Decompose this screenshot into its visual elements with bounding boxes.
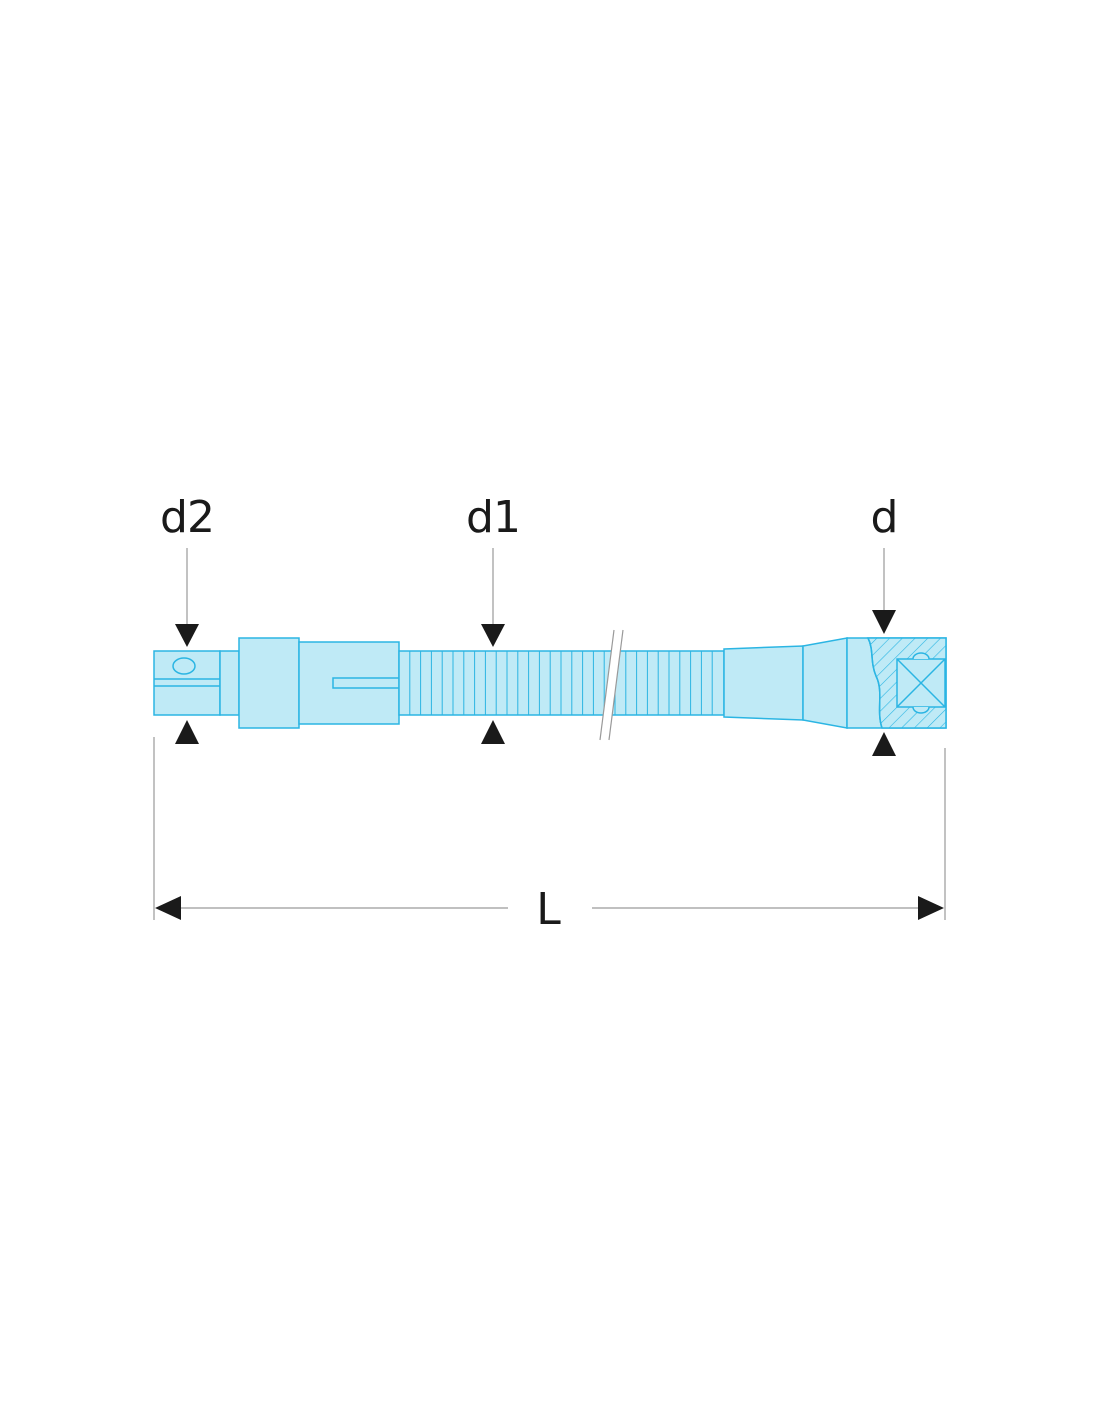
- label-d2: d2: [160, 492, 214, 543]
- dimension-d2: d2: [160, 492, 215, 744]
- arrow-down-icon: [872, 610, 896, 634]
- dimension-d1: d1: [466, 492, 521, 744]
- collar: [238, 637, 300, 729]
- arrow-right-icon: [918, 896, 944, 920]
- flexible-shaft: [398, 650, 725, 716]
- tapered-shank: [723, 637, 848, 729]
- arrow-down-icon: [175, 624, 199, 647]
- arrow-left-icon: [155, 896, 181, 920]
- male-drive-head: [846, 637, 947, 729]
- label-L: L: [536, 884, 561, 935]
- label-d1: d1: [466, 492, 520, 543]
- break-mark: [599, 629, 624, 741]
- arrow-down-icon: [481, 624, 505, 647]
- slotted-sleeve: [298, 641, 400, 725]
- female-drive-end: [153, 650, 240, 716]
- arrow-up-icon: [872, 732, 896, 756]
- ball-detent-icon: [172, 657, 196, 675]
- dimension-d: d: [871, 492, 898, 756]
- dimension-L: L: [153, 737, 946, 935]
- arrow-up-icon: [481, 720, 505, 744]
- tool-body: [153, 637, 947, 729]
- arrow-up-icon: [175, 720, 199, 744]
- label-d: d: [871, 492, 898, 543]
